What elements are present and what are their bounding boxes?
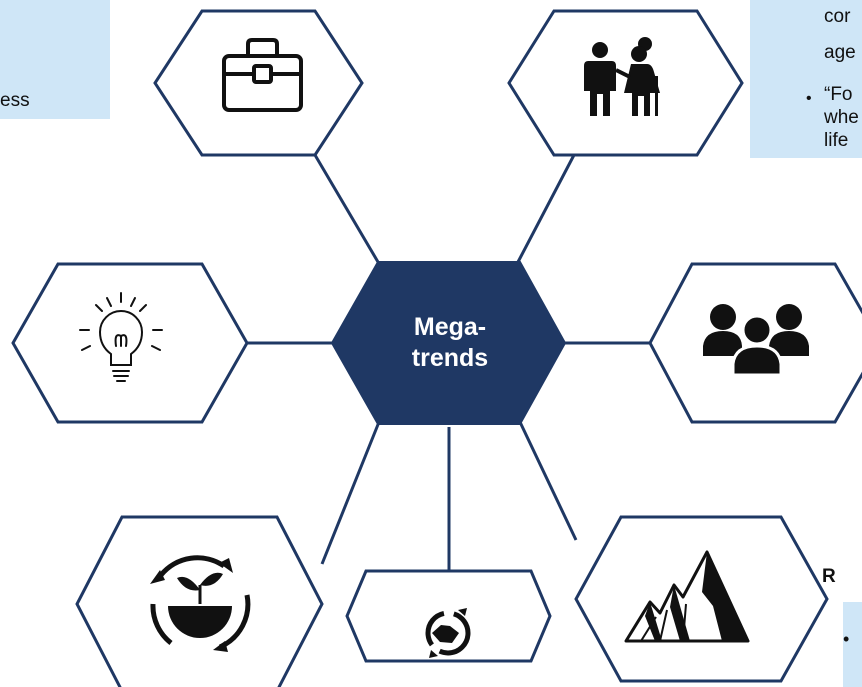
- info-box-left: ess: [0, 0, 110, 119]
- briefcase-icon: [222, 38, 303, 112]
- hexagon-handshake: [345, 569, 552, 663]
- info-box-right-line1: cor: [824, 6, 851, 27]
- connector-mountain: [518, 421, 578, 541]
- center-label-line2: trends: [411, 344, 489, 372]
- connector-lines: [247, 154, 650, 604]
- center-label-line1: Mega-: [413, 313, 487, 341]
- center-hexagon: [330, 261, 567, 425]
- section-heading-right: R: [822, 566, 836, 587]
- info-box-bottom-right: •: [843, 602, 862, 687]
- lightbulb-icon: [79, 292, 163, 382]
- circular-economy-icon: [150, 555, 251, 652]
- info-box-right-line5: life: [824, 130, 849, 151]
- center-label: Mega- trends: [380, 312, 520, 374]
- info-box-right-line2: age: [824, 42, 856, 63]
- connector-briefcase: [313, 154, 380, 263]
- info-box-right-line4: whe: [824, 107, 859, 128]
- info-box-bottom-right-bullet: •: [843, 629, 850, 649]
- mountain-icon: [624, 550, 750, 643]
- info-box-right-bullet: •: [806, 90, 812, 107]
- hexagon-lightbulb: [11, 262, 249, 424]
- elderly-couple-icon: [584, 37, 660, 116]
- connector-circular: [320, 421, 381, 565]
- info-box-right-line3: “Fo: [824, 84, 853, 105]
- people-group-icon: [703, 304, 809, 377]
- hexagon-elderly: [507, 9, 744, 157]
- handshake-icon: [425, 608, 471, 658]
- connector-elderly: [516, 154, 576, 263]
- info-box-right: cor age • “Fo whe life: [750, 0, 862, 158]
- info-box-left-text: ess: [0, 90, 30, 111]
